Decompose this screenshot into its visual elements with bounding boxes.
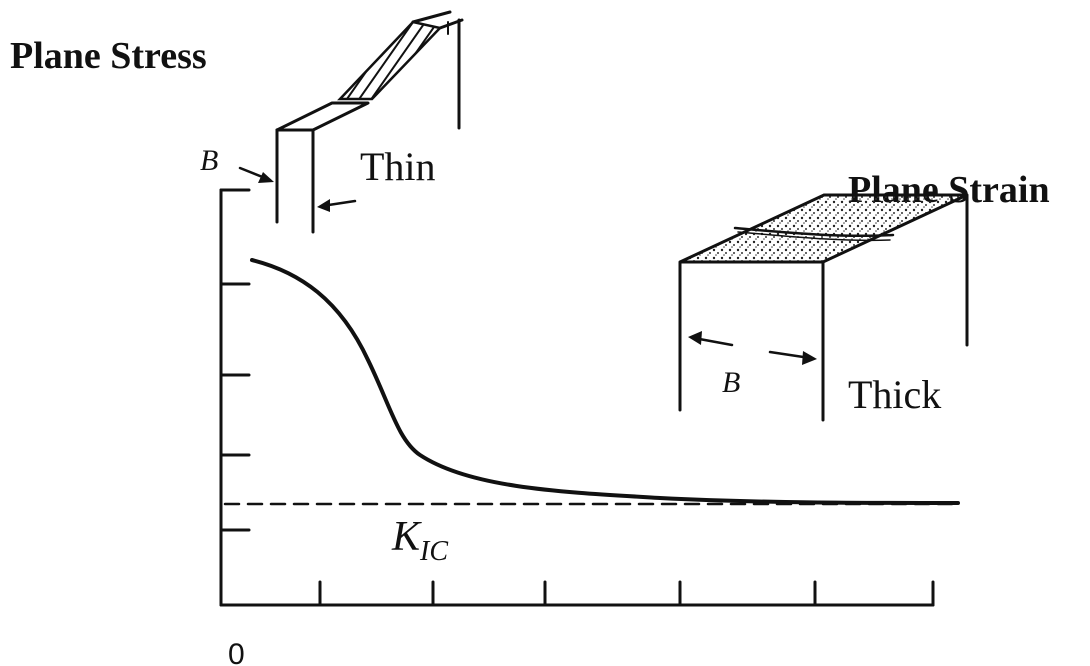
x-origin-label: 0 (228, 638, 245, 666)
thick-label: Thick (848, 372, 941, 417)
thin-b-label: B (200, 144, 218, 177)
thick-specimen-sketch (678, 193, 969, 422)
thin-specimen-sketch (275, 10, 464, 234)
kic-label: KIC (391, 514, 448, 567)
plane-stress-title: Plane Stress (10, 35, 207, 77)
thick-b-label: B (722, 366, 740, 399)
thin-label: Thin (360, 144, 436, 189)
thick-thickness-arrows (688, 331, 817, 365)
toughness-curve (250, 258, 960, 505)
x-axis (219, 580, 935, 607)
y-axis (219, 188, 251, 607)
thin-thickness-arrows (238, 166, 357, 212)
